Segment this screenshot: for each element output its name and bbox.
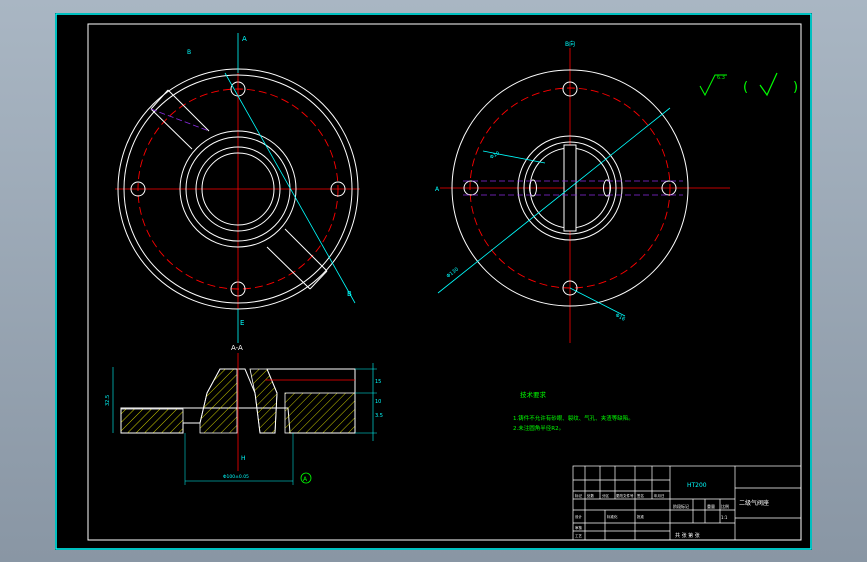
hidden-line: [150, 108, 210, 132]
tb-check-label: 审核: [575, 525, 583, 530]
dim-r3: 3.5: [375, 413, 383, 419]
top-hole-right: [661, 180, 677, 196]
tb-drawn-label: 设计: [575, 514, 583, 519]
section-view: A-A: [105, 344, 383, 485]
tb-scale: 1:1: [721, 515, 728, 520]
inner-frame: [87, 23, 802, 541]
dim-bottom: Φ100±0.05: [223, 474, 249, 480]
hole-dim-3: Φ16: [614, 312, 626, 322]
tb-part-name: 二级气阀座: [739, 499, 769, 507]
roughness-paren-close: ): [793, 80, 798, 95]
tb-scale-label: 比例: [721, 503, 729, 509]
section-mark-top: A: [242, 35, 247, 43]
datum-circle: [300, 472, 312, 484]
top-slot-right: [603, 179, 611, 197]
tb-sign-label: 签名: [637, 493, 644, 498]
top-hole-top: [562, 81, 578, 97]
title-block: [572, 465, 802, 541]
top-outer-circle: [451, 69, 689, 307]
top-view: Φ10 Φ130 Φ16 B向 A: [435, 40, 730, 343]
top-boss-1: [517, 135, 623, 241]
top-datum-mark: A: [435, 186, 440, 193]
front-boss-1: [179, 130, 297, 248]
front-boss-3: [195, 146, 281, 232]
hatch-wall-left: [199, 368, 238, 434]
front-boss-4: [201, 152, 275, 226]
tb-date-label: 年月日: [654, 493, 665, 498]
top-view-label: B向: [565, 40, 575, 48]
bolt-hole-right: [330, 181, 346, 197]
tb-mass-label: 重量: [707, 503, 715, 509]
section-title: A-A: [231, 344, 243, 352]
roughness-symbol: 6.3 ( ): [699, 72, 798, 97]
tech-notes: 技术要求 1.铸件不允许有砂眼、裂纹、气孔、夹渣等缺陷。 2.未注圆角半径R2。: [513, 390, 634, 432]
front-boss-2: [185, 136, 291, 242]
tech-note-1: 1.铸件不允许有砂眼、裂纹、气孔、夹渣等缺陷。: [513, 414, 634, 422]
tb-approve-label: 批准: [637, 514, 645, 519]
tb-standard-label: 标准化: [607, 514, 618, 519]
tech-notes-title: 技术要求: [520, 390, 547, 399]
top-slot-left: [529, 179, 537, 197]
drawing-sheet: A B E B: [55, 13, 812, 550]
tb-stage-label: 阶段标记: [673, 503, 689, 509]
tb-mark-label: 标记: [575, 493, 583, 498]
title-block-text: HT200 二级气阀座 共 张 第 张 1:1 重量 比例 阶段标记 标记 处数…: [575, 482, 769, 539]
roughness-value: 6.3: [717, 75, 725, 81]
top-hole-bottom: [562, 280, 578, 296]
top-boss-2: [523, 141, 617, 235]
hatch-right-block: [284, 392, 356, 434]
drawing-canvas: A B E B: [55, 13, 812, 550]
slot-arm-line: [167, 89, 210, 132]
dim-leader-diag: [437, 107, 671, 294]
tech-note-2: 2.未注圆角半径R2。: [513, 424, 564, 432]
tb-doc-label: 更改文件号: [616, 493, 634, 498]
front-outer-circle-2: [123, 74, 353, 304]
dim-h: H: [241, 455, 246, 462]
dim-height: 32.5: [105, 395, 111, 406]
dim-r2: 10: [375, 399, 381, 405]
hatch-wall-mid: [249, 368, 278, 434]
tb-material: HT200: [687, 482, 707, 489]
hatch-flange-left: [120, 408, 184, 434]
dim-r1: 15: [375, 379, 381, 385]
section-mark-e: E: [240, 319, 244, 327]
outer-frame: [55, 13, 812, 550]
tb-process-label: 工艺: [575, 533, 583, 538]
tb-sheet: 共 张 第 张: [675, 532, 700, 539]
datum-label: A: [303, 476, 308, 483]
roughness-paren-open: (: [743, 80, 748, 95]
top-hole-left: [463, 180, 479, 196]
front-view-label: B: [187, 49, 191, 56]
bolt-hole-left: [130, 181, 146, 197]
hole-dim-1: Φ10: [489, 150, 501, 160]
tb-zone-label: 分区: [602, 493, 610, 498]
tb-count-label: 处数: [587, 493, 595, 498]
section-mark-b: B: [347, 290, 352, 298]
front-view: A B E B: [115, 33, 360, 343]
